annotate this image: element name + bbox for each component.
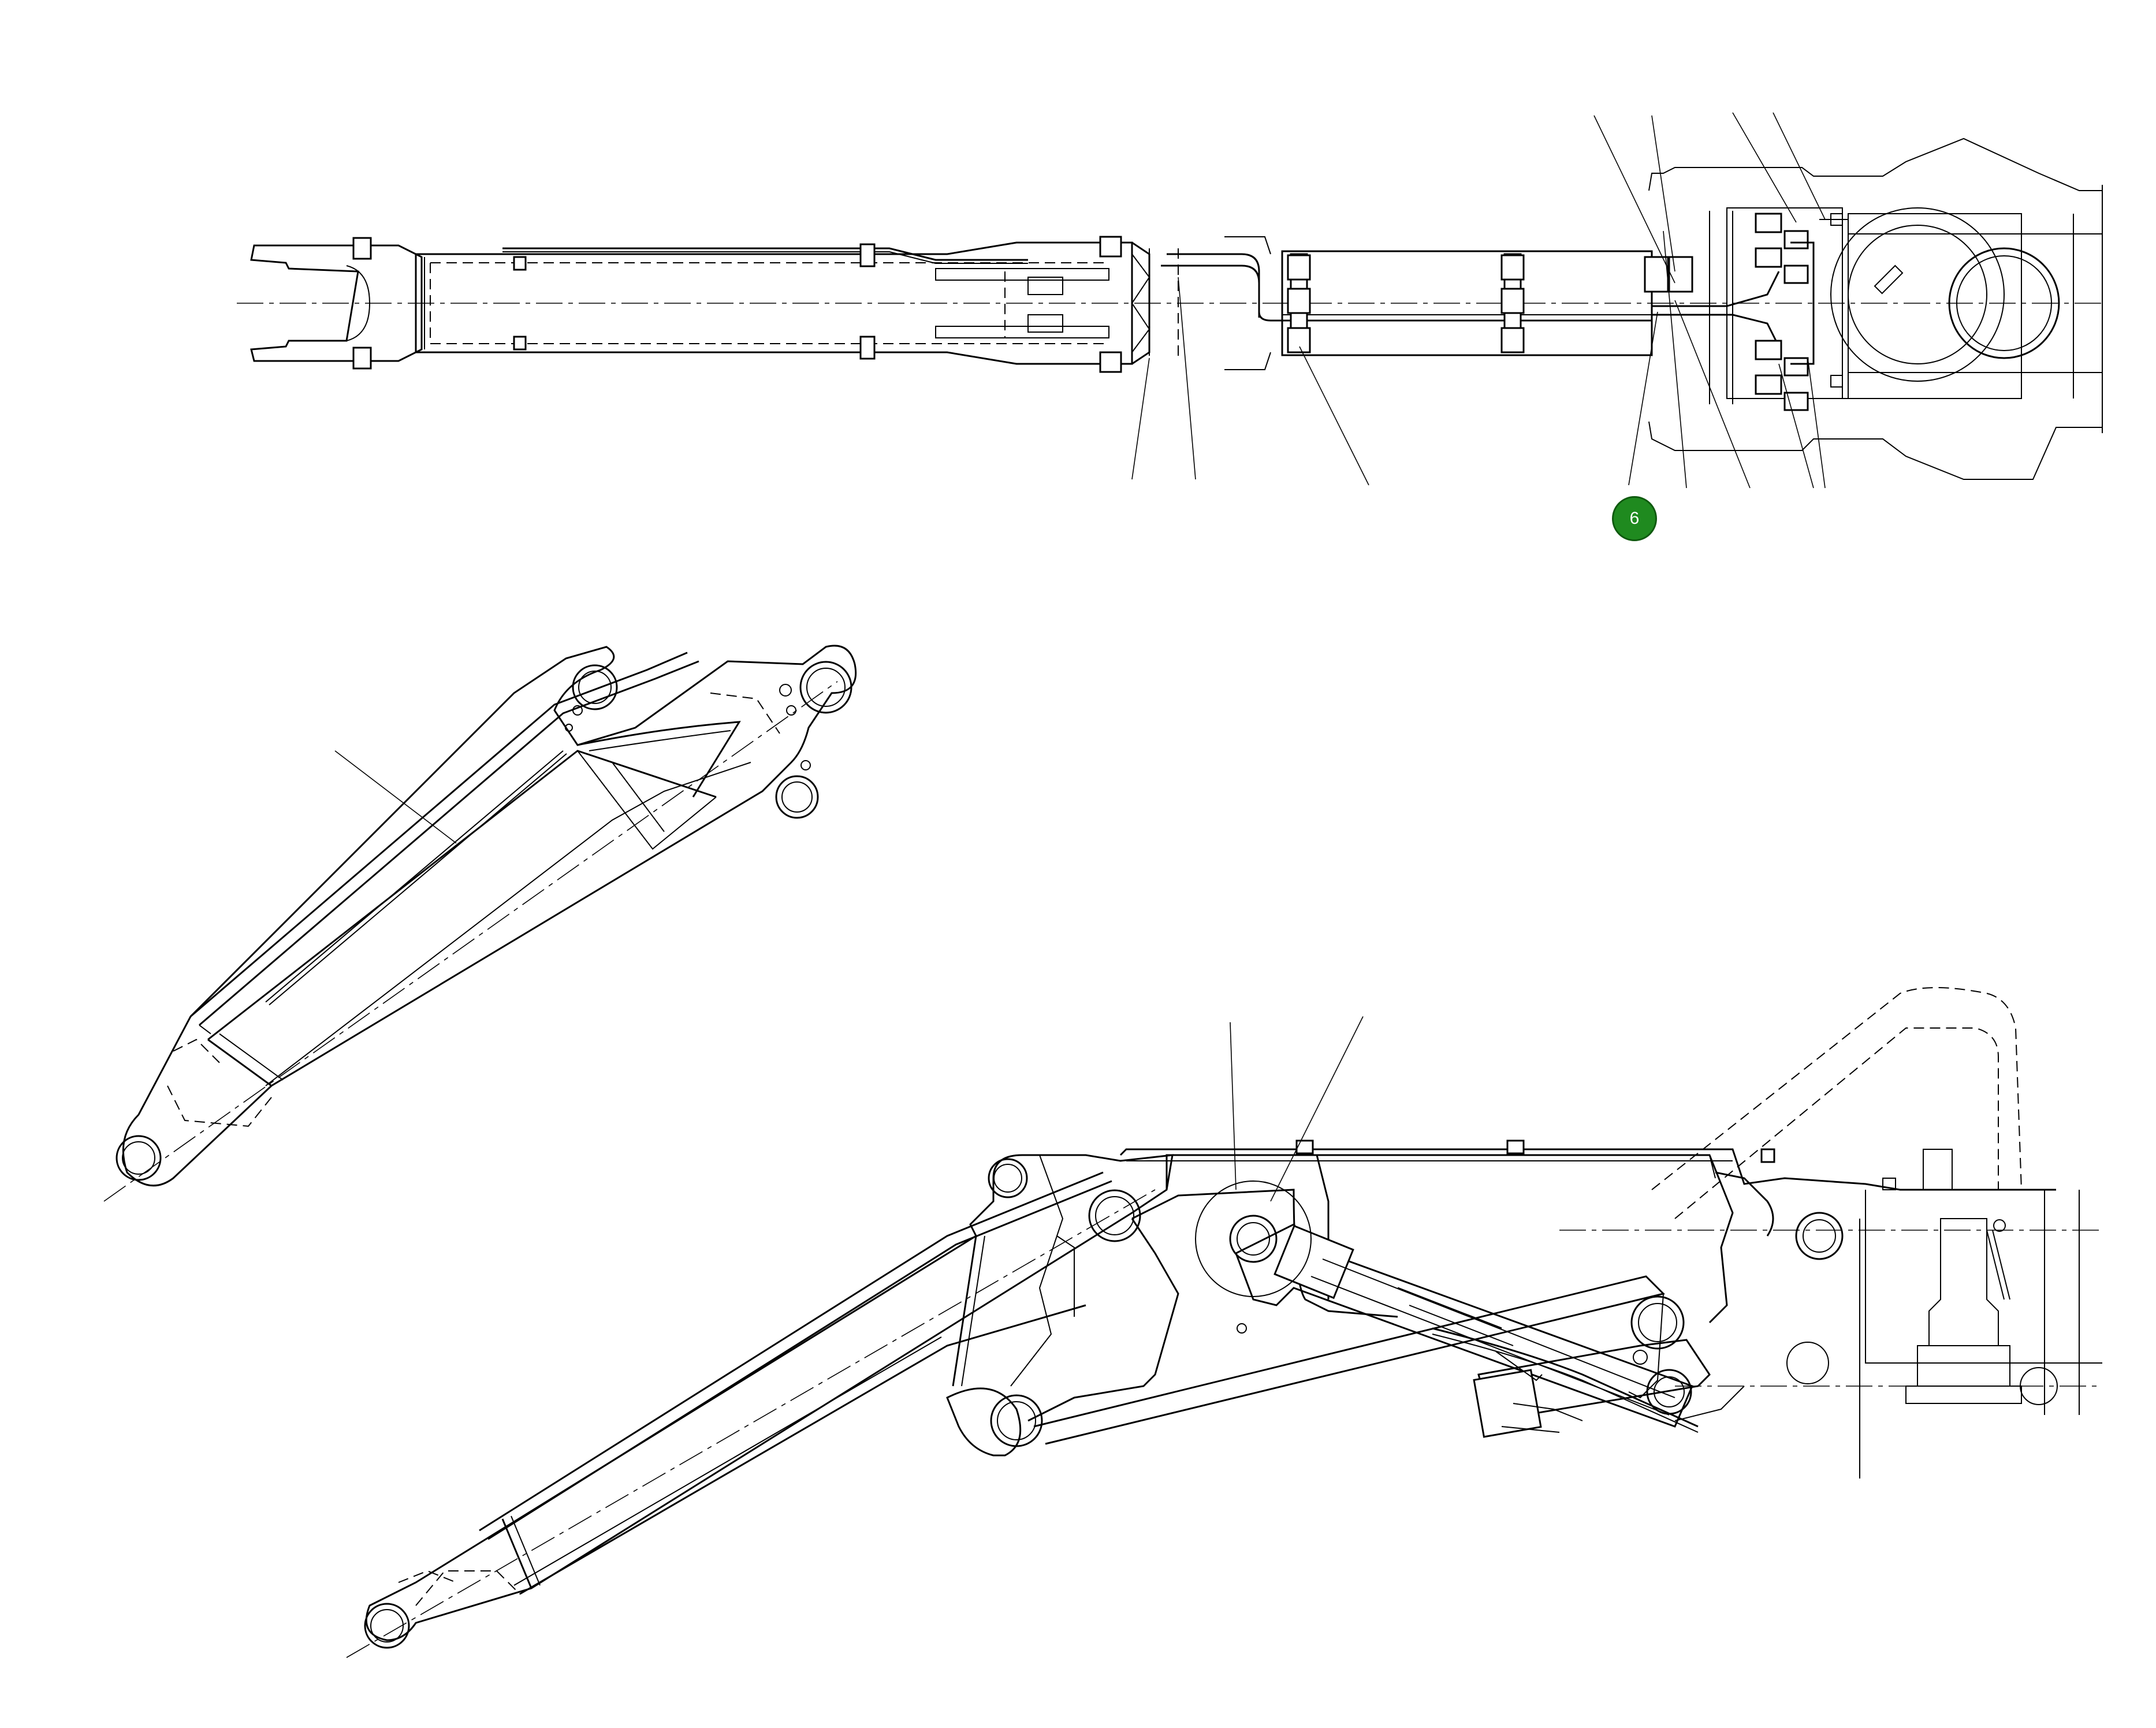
iso-boom-outline xyxy=(122,645,857,1187)
side-boom-foot-pin xyxy=(988,1158,1028,1198)
boom-tip-clevis xyxy=(250,244,423,362)
boom-side-assembly xyxy=(346,987,2102,1658)
side-boom-cylinder xyxy=(1235,1223,1694,1428)
top-view-boom xyxy=(237,112,2103,489)
leader-line xyxy=(334,750,457,844)
iso-foot-pin xyxy=(799,661,852,714)
swing-motor xyxy=(1928,1218,1999,1346)
leader-line xyxy=(1131,357,1150,480)
iso-tip-pin xyxy=(116,1135,162,1181)
side-boom-cylinder-pin xyxy=(1229,1215,1278,1263)
side-boom-outline xyxy=(365,1154,1174,1641)
side-tip-pin xyxy=(364,1603,410,1649)
pin-boss-top xyxy=(352,237,372,260)
pin-boss-bottom xyxy=(352,347,372,370)
iso-boom-centerline xyxy=(103,681,838,1202)
side-turntable-pin xyxy=(1795,1212,1844,1260)
turntable-pin-top-view xyxy=(1948,247,2060,359)
boom-isometric xyxy=(103,645,857,1202)
callout-badge-6[interactable]: 6 xyxy=(1612,496,1657,541)
swing-bearing xyxy=(1830,207,2005,382)
side-arm-cylinder xyxy=(1473,1339,1711,1438)
boom-cylinder-tube xyxy=(1281,250,1653,356)
leader-line xyxy=(1230,1022,1237,1190)
